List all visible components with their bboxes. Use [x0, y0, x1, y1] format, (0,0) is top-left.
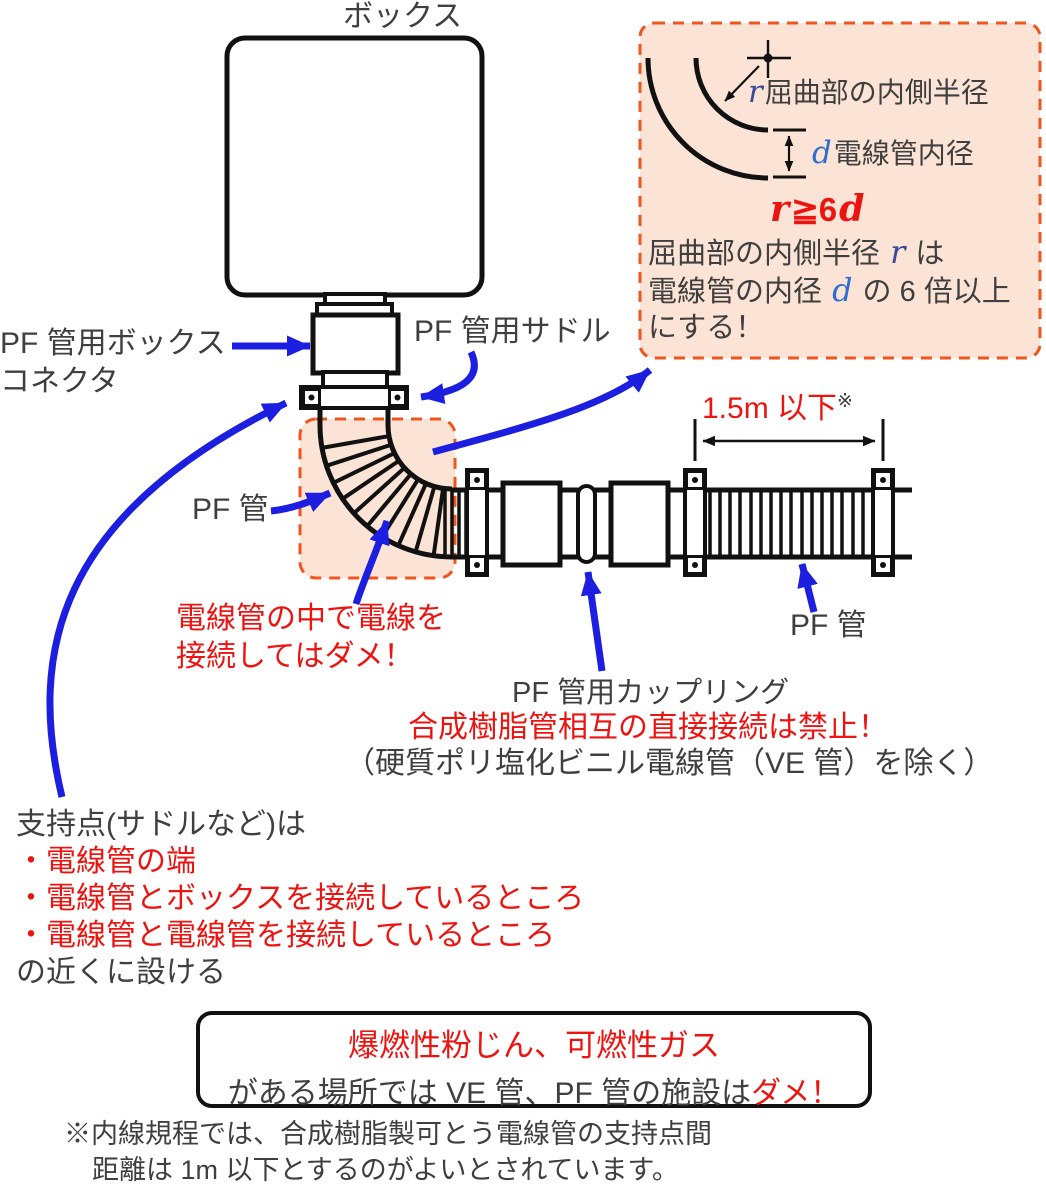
hazard-line2-pre: がある場所では VE 管、PF 管の施設は	[227, 1077, 752, 1110]
ve-exception-label: （硬質ポリ塩化ビニル電線管（VE 管）を除く）	[345, 747, 994, 780]
d-variable: d	[812, 135, 832, 171]
span-limit-text: 1.5m 以下	[702, 392, 838, 425]
formula-r: r	[770, 187, 790, 230]
coupling-label: PF 管用カップリング	[512, 677, 790, 709]
support-item-3: ・電線管と電線管を接続しているところ	[16, 919, 556, 952]
hazard-warning-line1: 爆燃性粉じん、可燃性ガス	[348, 1028, 720, 1063]
note1-post: は	[907, 238, 945, 270]
span-limit-footnote-mark: ※	[837, 391, 853, 412]
note2-var: d	[832, 271, 853, 309]
note1-pre: 屈曲部の内側半径	[648, 238, 889, 270]
note2-post: の 6 倍以上	[854, 276, 1011, 308]
pipe-saddle-1	[465, 468, 489, 577]
support-intro: 支持点(サドルなど)は	[16, 808, 306, 841]
note2-pre: 電線管の内径	[648, 276, 831, 308]
no-splice-line1: 電線管の中で電線を	[176, 602, 446, 635]
span-limit-label: 1.5m 以下※	[702, 391, 853, 425]
junction-box	[224, 35, 485, 298]
arrow-support-points	[46, 399, 288, 798]
span-dimension	[693, 419, 885, 461]
pf-pipe-bend	[317, 407, 453, 560]
bend-rule-note-line1: 屈曲部の内側半径 r は	[648, 234, 1011, 272]
callout-arrows	[46, 335, 818, 798]
hazard-line2-emphasis: ダメ！	[751, 1077, 841, 1110]
footnote-line2: 距離は 1m 以下とするのがよいとされています。	[92, 1155, 679, 1185]
d-description: 電線管内径	[833, 138, 974, 169]
no-splice-line2: 接続してはダメ！	[176, 640, 414, 673]
bend-radius-figure	[645, 40, 806, 181]
bend-rule-panel	[638, 21, 1042, 360]
arrow-to-rule-box	[432, 367, 653, 456]
bend-rule-note: 屈曲部の内側半径 r は 電線管の内径 d の 6 倍以上 にする！	[648, 234, 1011, 346]
arrow-pf-right	[797, 563, 818, 613]
box-label: ボックス	[343, 0, 463, 33]
bend-rule-note-line2: 電線管の内径 d の 6 倍以上	[648, 272, 1011, 310]
arrow-pf-left	[270, 489, 332, 515]
support-item-2: ・電線管とボックスを接続しているところ	[16, 882, 585, 915]
connector-label-line2: コネクタ	[0, 365, 119, 398]
footnote-line1: ※内線規程では、合成樹脂製可とう電線管の支持点間	[64, 1119, 712, 1149]
bend-highlight-panel	[298, 417, 457, 580]
support-rules: 支持点(サドルなど)は ・電線管の端 ・電線管とボックスを接続しているところ ・…	[16, 806, 584, 991]
rule-r-label: r屈曲部の内側半径	[746, 74, 989, 110]
pf-pipe-label-left: PF 管	[192, 493, 269, 526]
arrow-saddle	[420, 350, 478, 405]
arrow-no-splice	[352, 519, 391, 606]
formula-mid: ≧6	[791, 191, 838, 228]
hazard-warning-box: 爆燃性粉じん、可燃性ガス がある場所では VE 管、PF 管の施設はダメ！	[196, 1011, 872, 1110]
no-direct-connection-label: 合成樹脂管相互の直接接続は禁止！	[408, 711, 888, 744]
support-item-1: ・電線管の端	[16, 845, 196, 878]
pf-saddle-top	[299, 385, 409, 410]
rule-d-label: d電線管内径	[810, 135, 974, 171]
hazard-warning-line2: がある場所では VE 管、PF 管の施設はダメ！	[200, 1068, 868, 1112]
r-description: 屈曲部の内側半径	[764, 77, 989, 108]
formula-d: d	[839, 187, 865, 230]
support-outro: の近くに設ける	[16, 956, 226, 989]
bend-rule-note-line3: にする！	[648, 312, 765, 344]
pipe-saddle-2	[683, 468, 707, 577]
saddle-label: PF 管用サドル	[414, 315, 611, 348]
bend-radius-formula: r≧6d	[768, 189, 867, 229]
arrow-coupling	[580, 571, 606, 672]
pf-box-connector	[310, 292, 401, 391]
pf-coupling	[500, 480, 671, 568]
r-variable: r	[748, 74, 763, 110]
note1-var: r	[890, 233, 906, 271]
connector-label-line1: PF 管用ボックス	[0, 327, 226, 360]
pf-pipe-label-right: PF 管	[790, 609, 867, 642]
pipe-saddle-3	[871, 468, 895, 577]
